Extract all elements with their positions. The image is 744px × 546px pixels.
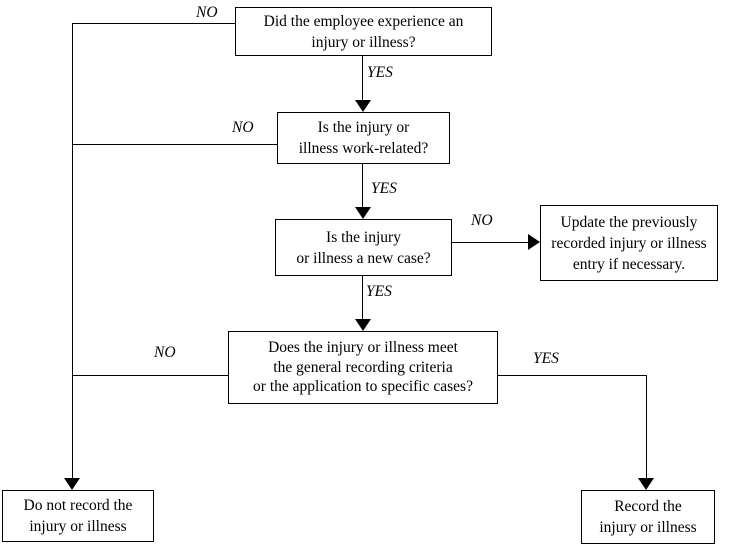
edge-label-q4-no: NO <box>154 344 176 362</box>
node-do-not-record: Do not record the injury or illness <box>2 490 154 542</box>
edge-label-q1-yes: YES <box>367 64 393 82</box>
edge-label-q3-yes: YES <box>366 283 392 301</box>
connector-q4-yes-horizontal <box>498 375 647 376</box>
edge-label-q3-no: NO <box>471 212 493 230</box>
node-meets-recording-criteria: Does the injury or illness meet the gene… <box>228 331 498 404</box>
arrowhead-down-into-q3-icon <box>355 207 371 219</box>
connector-q2-no-horizontal <box>72 144 277 145</box>
connector-q2-yes-vertical <box>362 164 363 208</box>
node-update-previous-entry: Update the previously recorded injury or… <box>540 205 718 281</box>
arrowhead-down-into-record-icon <box>638 478 654 490</box>
connector-q3-yes-vertical <box>362 276 363 320</box>
arrowhead-down-into-q2-icon <box>355 100 371 112</box>
connector-q3-no-horizontal <box>452 242 529 243</box>
edge-label-q4-yes: YES <box>533 350 559 368</box>
connector-q1-no-horizontal <box>72 23 235 24</box>
node-is-injury-work-related: Is the injury or illness work-related? <box>277 112 450 164</box>
edge-label-q2-yes: YES <box>371 180 397 198</box>
arrowhead-down-into-q4-icon <box>355 319 371 331</box>
connector-q4-yes-vertical <box>646 375 647 479</box>
edge-label-q1-no: NO <box>196 4 218 22</box>
node-is-injury-new-case: Is the injury or illness a new case? <box>275 219 452 276</box>
edge-label-q2-no: NO <box>232 119 254 137</box>
connector-no-vertical-trunk <box>72 23 73 478</box>
connector-q1-yes-vertical <box>362 56 363 102</box>
connector-q4-no-horizontal <box>72 375 228 376</box>
node-record: Record the injury or illness <box>581 490 715 544</box>
arrowhead-down-into-do-not-record-icon <box>64 478 80 490</box>
arrowhead-right-into-update-icon <box>528 234 540 250</box>
node-did-employee-experience-injury: Did the employee experience an injury or… <box>235 7 492 56</box>
